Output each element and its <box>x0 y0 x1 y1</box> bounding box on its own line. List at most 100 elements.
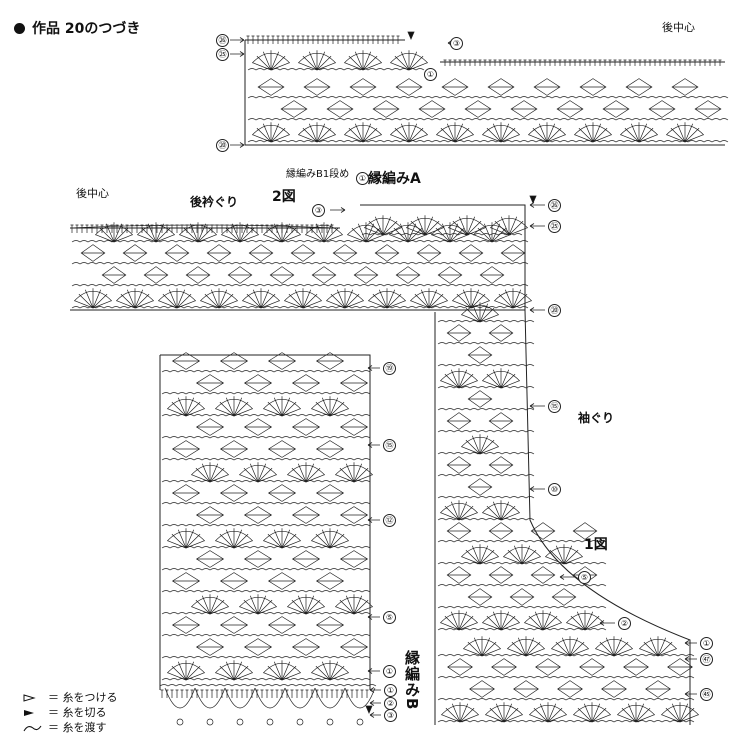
armhole-flare-diamond <box>530 522 556 540</box>
left-panel-chain <box>161 524 371 527</box>
row-arrow <box>684 640 697 646</box>
armhole-panel-chain <box>437 430 535 433</box>
armhole-panel-diamond <box>446 412 472 430</box>
attach-yarn-icon <box>23 693 36 702</box>
hem-panel-right-fan <box>616 702 656 723</box>
hem-panel-right-diamond <box>513 680 539 698</box>
top-panel-diamond <box>257 78 285 96</box>
row-number-b-1: ① <box>384 684 397 697</box>
top-panel-left-chain <box>247 68 425 71</box>
cut-yarn-icon <box>24 709 34 716</box>
left-panel-diamond <box>195 506 225 524</box>
left-panel-diamond <box>339 550 369 568</box>
armhole-flare-diamond <box>488 566 514 584</box>
middle-panel-diamond <box>143 266 169 284</box>
row-arrow <box>369 712 381 718</box>
hem-panel-right-chain <box>437 676 695 679</box>
row-arrow <box>230 37 245 43</box>
top-panel-fan <box>665 122 705 143</box>
armhole-panel-chain <box>437 452 535 455</box>
middle-panel-top-fan <box>447 215 487 236</box>
left-panel-diamond <box>243 506 273 524</box>
left-panel-chain <box>161 436 371 439</box>
middle-panel-diamond <box>248 244 274 262</box>
row-number-l-19: ⑲ <box>383 362 396 375</box>
back-center-label-top: 後中心 <box>662 21 695 34</box>
middle-panel-top-fan <box>489 215 529 236</box>
left-panel-diamond <box>171 572 201 590</box>
middle-panel-diamond <box>374 244 400 262</box>
edging-b-label: 縁編みB <box>403 650 421 711</box>
armhole-flare-fan <box>460 544 500 565</box>
row-number-a-15: ⑮ <box>548 400 561 413</box>
left-panel-fan <box>262 396 302 417</box>
top-panel-fan <box>481 122 521 143</box>
top-panel-diamond <box>579 78 607 96</box>
top-panel-diamond <box>464 100 492 118</box>
left-panel-fan <box>190 594 230 615</box>
cut-yarn-marker <box>407 31 415 41</box>
page-title: 作品 20のつづき <box>14 22 140 36</box>
left-panel-fan <box>262 528 302 549</box>
row-arrow <box>369 700 381 706</box>
top-panel-diamond <box>556 100 584 118</box>
top-panel-diamond <box>671 78 699 96</box>
left-panel-diamond <box>219 572 249 590</box>
edging-b-row1-label: 縁編みB1段め <box>286 169 350 180</box>
middle-panel-diamond <box>332 244 358 262</box>
legend-row-cut: ＝ 糸を切る <box>22 705 118 720</box>
hem-panel-right-fan <box>550 636 590 657</box>
left-panel-diamond <box>315 616 345 634</box>
top-panel-diamond <box>533 78 561 96</box>
armhole-panel-fan <box>439 500 479 521</box>
top-panel-fan <box>573 122 613 143</box>
top-panel-chain <box>247 96 729 99</box>
left-panel-fan <box>262 660 302 681</box>
cut-yarn-marker <box>529 195 537 205</box>
armhole-panel-chain <box>437 342 535 345</box>
armhole-flare-diamond <box>551 588 577 606</box>
armhole-panel-diamond <box>446 324 472 342</box>
armhole-flare-fan <box>481 610 521 631</box>
left-panel-fan <box>214 660 254 681</box>
back-center-label-left: 後中心 <box>76 187 109 200</box>
middle-panel-fan <box>241 288 281 309</box>
top-panel-diamond <box>418 100 446 118</box>
left-panel-fan <box>238 594 278 615</box>
neckline-curve <box>69 224 336 229</box>
hem-panel-right-diamond <box>667 658 693 676</box>
top-panel-fan <box>435 122 475 143</box>
armhole-flare-diamond <box>467 588 493 606</box>
left-panel-fan <box>310 396 350 417</box>
top-panel-diamond <box>510 100 538 118</box>
armhole-panel-diamond <box>488 324 514 342</box>
row-number-a-5: ⑤ <box>578 571 591 584</box>
page-title-text: 作品 20のつづき <box>32 21 141 37</box>
left-panel-diamond <box>291 418 321 436</box>
row-number-a-1: ① <box>700 637 713 650</box>
hem-panel-right-chain <box>437 720 695 723</box>
armhole-flare-fan <box>523 610 563 631</box>
middle-panel-fan <box>115 288 155 309</box>
left-panel-diamond <box>171 440 201 458</box>
top-panel-diamond <box>303 78 331 96</box>
left-panel-fan <box>286 462 326 483</box>
row-arrow <box>367 614 380 620</box>
left-panel-diamond <box>291 506 321 524</box>
left-panel-diamond <box>267 572 297 590</box>
middle-panel-fan <box>493 288 533 309</box>
left-panel-diamond <box>315 352 345 370</box>
left-panel-chain <box>161 414 371 417</box>
armhole-panel-fan <box>481 500 521 521</box>
top-panel-left-fan <box>389 50 429 71</box>
armhole-panel-chain <box>437 496 535 499</box>
top-panel-left-fan <box>297 50 337 71</box>
top-panel-diamond <box>487 78 515 96</box>
left-panel-fan <box>166 660 206 681</box>
armhole-flare-diamond <box>530 566 556 584</box>
hem-panel-right-fan <box>484 702 524 723</box>
armhole-flare-fan <box>544 544 584 565</box>
row-number-a-2: ② <box>618 617 631 630</box>
left-panel-diamond <box>171 352 201 370</box>
left-panel-diamond <box>219 616 249 634</box>
